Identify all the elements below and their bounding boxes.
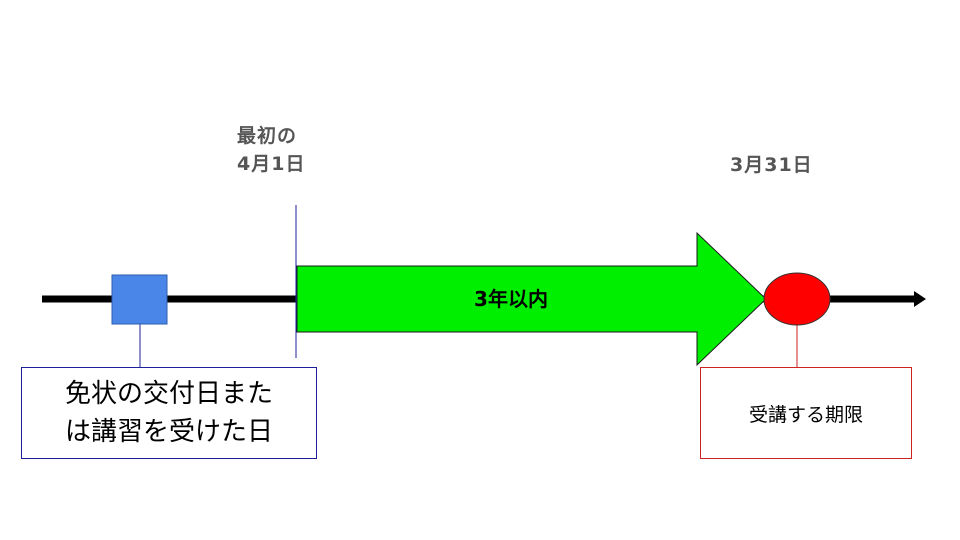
- deadline-marker: [763, 272, 831, 326]
- start-date-label-line1: 最初の: [237, 125, 298, 147]
- timeline-arrowhead-icon: [914, 291, 926, 307]
- start-date-label: 最初の 4月1日: [237, 122, 305, 178]
- end-date-label: 3月31日: [730, 154, 813, 176]
- origin-marker: [111, 274, 168, 325]
- origin-description-line2: は講習を受けた日: [64, 417, 273, 447]
- period-label: 3年以内: [474, 287, 548, 311]
- start-date-label-line2: 4月1日: [237, 153, 306, 175]
- origin-description-line1: 免状の交付日また: [64, 379, 273, 409]
- origin-description-box: 免状の交付日また は講習を受けた日: [21, 367, 317, 459]
- period-arrow: [296, 231, 767, 367]
- deadline-description-box: 受講する期限: [700, 367, 912, 459]
